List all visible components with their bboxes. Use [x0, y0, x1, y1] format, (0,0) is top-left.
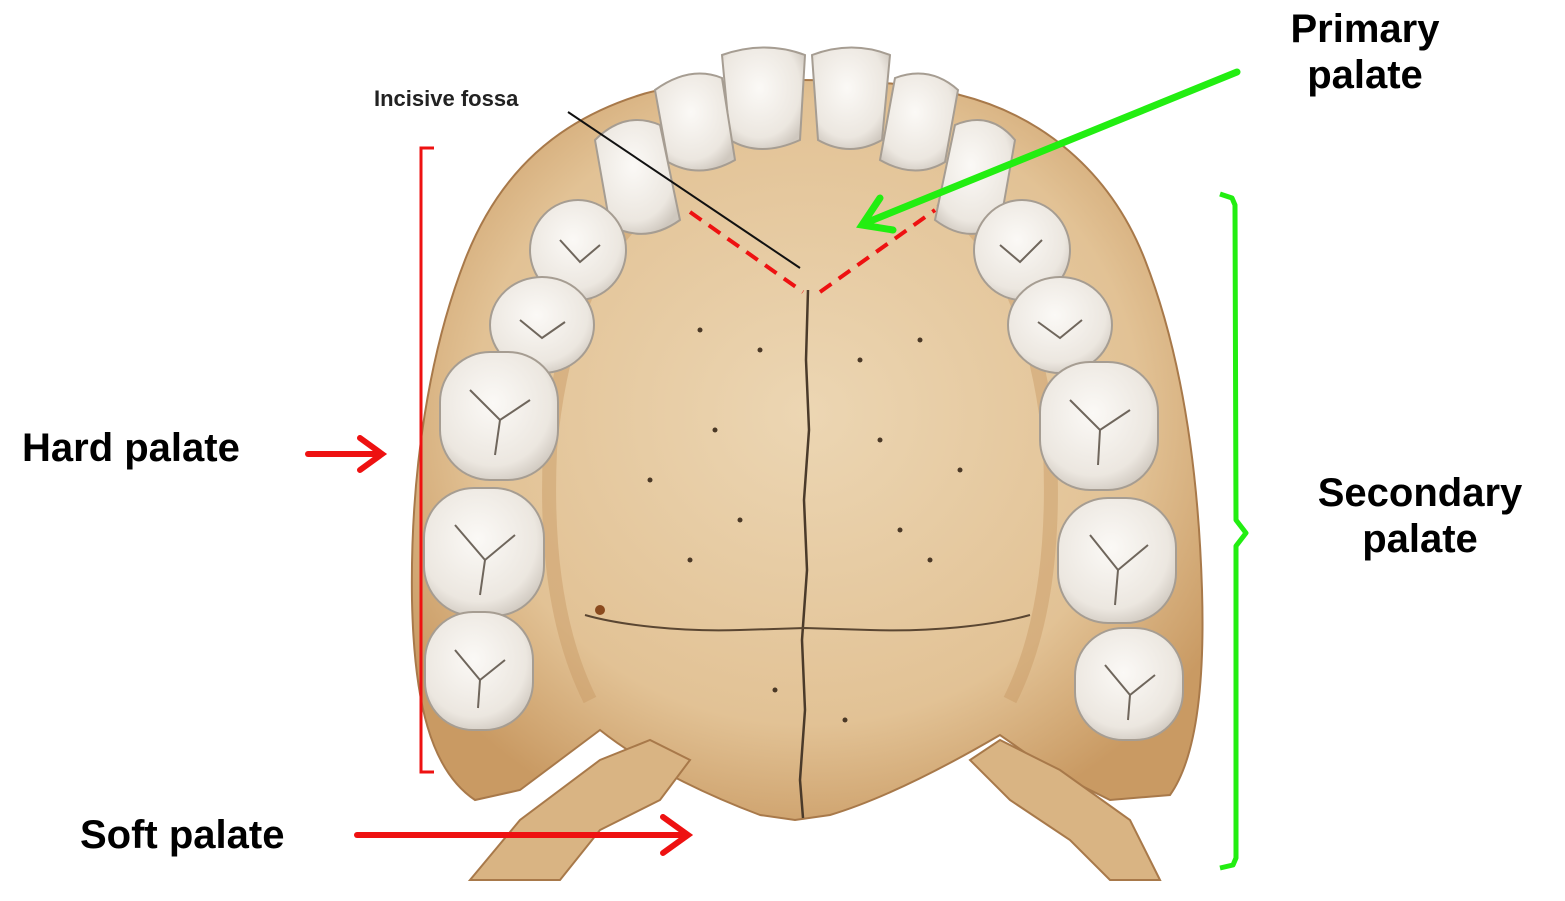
tooth-molar-3-right: [1075, 628, 1183, 740]
secondary-palate-brace: [1220, 194, 1246, 868]
tooth-central-incisor-left: [722, 48, 805, 150]
hard-palate-label: Hard palate: [22, 425, 240, 471]
tooth-molar-3-left: [425, 612, 533, 730]
tooth-molar-2-left: [424, 488, 544, 616]
tooth-premolar-2-right: [1008, 277, 1112, 373]
tooth-molar-1-right: [1040, 362, 1158, 490]
tooth-molar-1-left: [440, 352, 558, 480]
primary-palate-label-line1: Primary: [1270, 6, 1460, 52]
primary-palate-label-line2: palate: [1270, 52, 1460, 98]
secondary-palate-label-line2: palate: [1290, 516, 1550, 562]
incisive-fossa-label: Incisive fossa: [374, 86, 518, 112]
secondary-palate-label: Secondary palate: [1290, 470, 1550, 562]
soft-palate-label: Soft palate: [80, 812, 284, 858]
hard-palate-arrow: [308, 438, 382, 470]
secondary-palate-label-line1: Secondary: [1290, 470, 1550, 516]
primary-palate-label: Primary palate: [1270, 6, 1460, 98]
tooth-molar-2-right: [1058, 498, 1176, 623]
tooth-central-incisor-right: [812, 48, 890, 150]
